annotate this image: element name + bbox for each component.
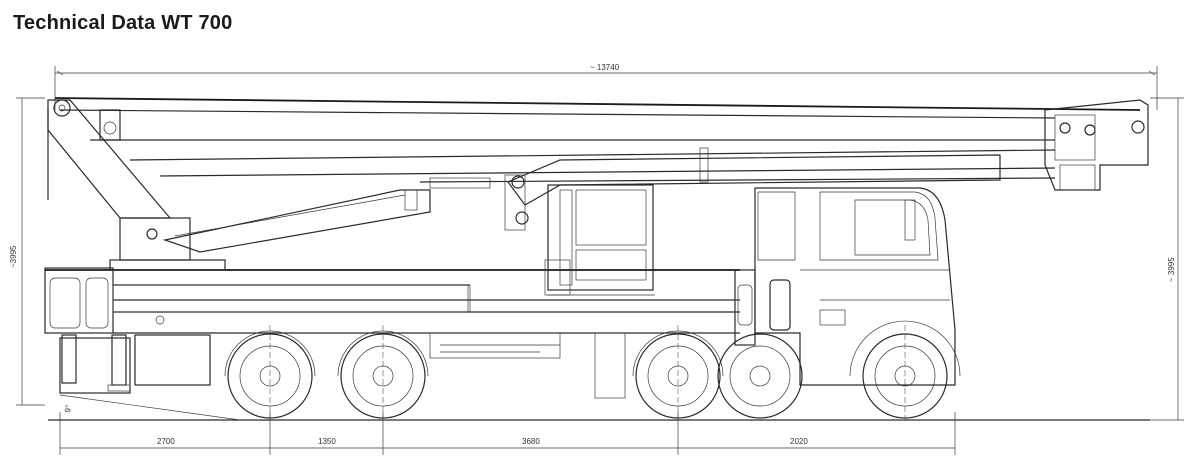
right-height-dimension: ~ 3995 <box>1150 97 1184 421</box>
centerlines <box>269 325 906 420</box>
outriggers <box>61 269 756 392</box>
right-height-label: ~ 3995 <box>1167 257 1176 282</box>
jib-knuckle <box>504 154 1001 231</box>
page-title: Technical Data WT 700 <box>13 12 233 34</box>
departure-angle: 9° <box>59 394 241 421</box>
left-height-label: ~3995 <box>9 245 18 268</box>
main-boom <box>53 97 1141 183</box>
axle-seg-2-label: 1350 <box>318 437 336 446</box>
axle-seg-1-label: 2700 <box>157 437 175 446</box>
axle-seg-3-label: 3680 <box>522 437 540 446</box>
turntable <box>47 99 226 271</box>
front-wheel-2 <box>717 333 803 419</box>
boom-head <box>1044 99 1149 191</box>
left-height-dimension: ~3995 <box>9 97 45 406</box>
axle-dimensions: 2700 1350 3680 2020 <box>59 412 956 455</box>
angle-label: 9° <box>63 404 73 413</box>
overall-length-label: ~ 13740 <box>590 63 620 72</box>
chassis-frame <box>44 267 740 399</box>
overall-length-dimension: ~ 13740 <box>54 63 1158 110</box>
work-basket <box>544 184 655 296</box>
truck-cab <box>754 187 956 386</box>
axle-seg-4-label: 2020 <box>790 437 808 446</box>
lower-boom <box>162 177 491 253</box>
